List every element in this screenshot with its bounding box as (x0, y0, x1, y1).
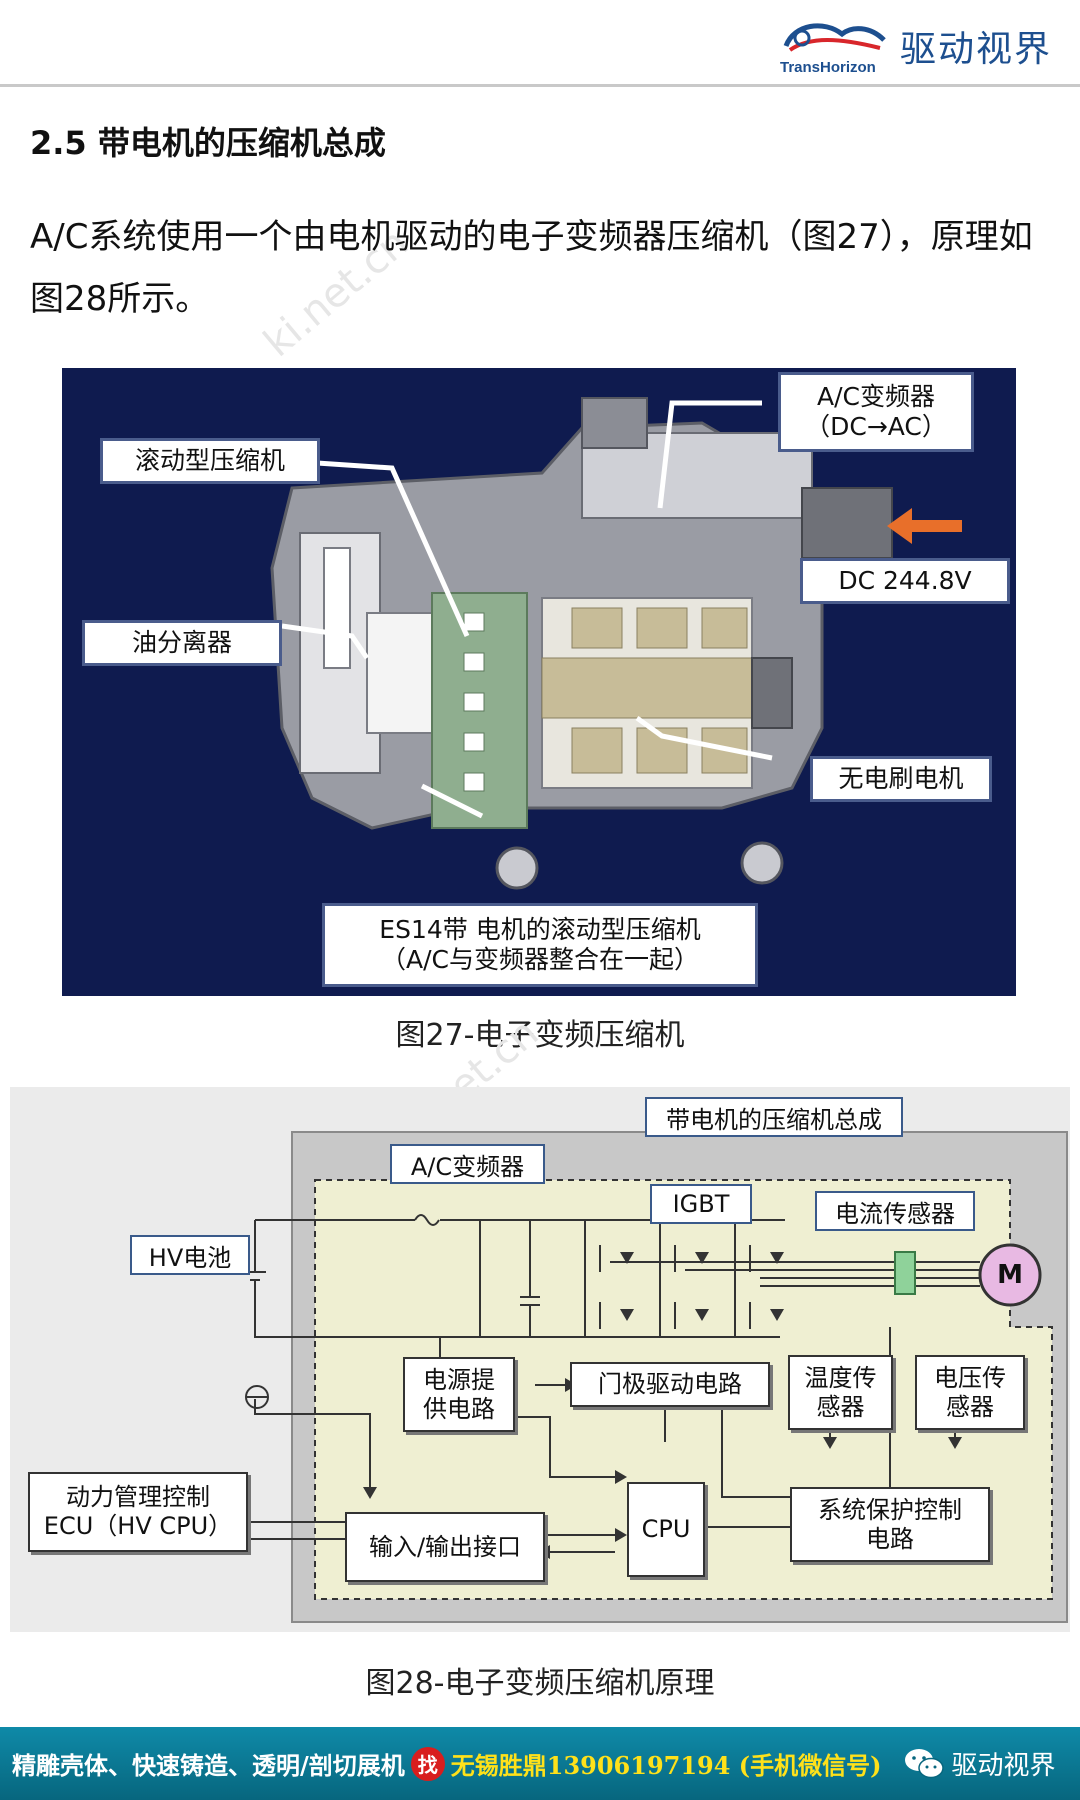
callout-oil-separator: 油分离器 (82, 620, 282, 666)
volt-sensor-line1: 电压传 (934, 1363, 1006, 1392)
transhorizon-logo: TransHorizon (779, 18, 890, 76)
callout-es14-description: ES14带 电机的滚动型压缩机 （A/C与变频器整合在一起） (322, 903, 758, 987)
box-power-supply-circuit: 电源提 供电路 (403, 1357, 515, 1432)
temp-sensor-line2: 感器 (816, 1392, 865, 1421)
protect-line2: 电路 (866, 1524, 914, 1553)
box-io-interface: 输入/输出接口 (345, 1512, 545, 1582)
label-current-sensor: 电流传感器 (815, 1191, 975, 1231)
callout-brushless-motor: 无电刷电机 (810, 756, 992, 802)
callout-motor-text: 无电刷电机 (838, 764, 964, 793)
label-igbt: IGBT (650, 1184, 752, 1224)
footer-banner: 精雕壳体、快速铸造、透明/剖切展机 找 无锡胜鼎13906197194 (手机微… (0, 1727, 1080, 1800)
motor-symbol: M (997, 1260, 1023, 1290)
compressor-cutaway-drawing (270, 397, 962, 890)
callout-es14-line2: （A/C与变频器整合在一起） (381, 945, 699, 974)
figure-27-compressor-illustration: 滚动型压缩机 A/C变频器 （DC→AC） DC 244.8V 油分离器 无电刷… (62, 368, 1016, 996)
box-cpu: CPU (627, 1482, 705, 1577)
callout-scroll-text: 滚动型压缩机 (134, 446, 285, 475)
wechat-icon (904, 1747, 944, 1781)
wechat-name: 驱动视界 (951, 1751, 1056, 1781)
find-badge: 找 (410, 1746, 445, 1781)
logo-text: TransHorizon (779, 59, 876, 76)
ecu-line1: 动力管理控制 (66, 1483, 210, 1511)
callout-es14-line1: ES14带 电机的滚动型压缩机 (379, 915, 701, 944)
callout-ac-inverter: A/C变频器 （DC→AC） (778, 372, 974, 452)
callout-dc-voltage: DC 244.8V (800, 558, 1010, 604)
box-temperature-sensor: 温度传 感器 (788, 1355, 893, 1430)
ecu-line2: ECU（HV CPU） (43, 1512, 233, 1540)
box-voltage-sensor: 电压传 感器 (915, 1355, 1025, 1430)
label-hv-battery: HV电池 (130, 1235, 250, 1275)
callout-inverter-line2: （DC→AC） (805, 412, 947, 441)
box-gate-drive-circuit: 门极驱动电路 (570, 1362, 770, 1407)
figure-28-schematic: 带电机的压缩机总成 A/C变频器 IGBT 电流传感器 HV电池 M 电源提 供… (10, 1087, 1070, 1632)
box-system-protection-circuit: 系统保护控制 电路 (790, 1487, 990, 1562)
figure-27-caption: 图27-电子变频压缩机 (395, 1018, 685, 1053)
power-supply-line2: 供电路 (423, 1394, 495, 1423)
page-header: TransHorizon 驱动视界 (0, 0, 1080, 87)
label-compressor-assembly: 带电机的压缩机总成 (645, 1097, 903, 1137)
callout-inverter-line1: A/C变频器 (817, 382, 935, 411)
protect-line1: 系统保护控制 (818, 1495, 962, 1524)
footer-contact: 无锡胜鼎13906197194 (手机微信号) (450, 1751, 882, 1780)
volt-sensor-line2: 感器 (946, 1392, 994, 1421)
brand: TransHorizon 驱动视界 (779, 18, 1052, 76)
figure-28-caption: 图28-电子变频压缩机原理 (365, 1666, 715, 1701)
footer-text: 精雕壳体、快速铸造、透明/剖切展机 (12, 1751, 405, 1780)
power-supply-line1: 电源提 (423, 1365, 495, 1394)
callout-dc-text: DC 244.8V (838, 566, 972, 595)
callout-oil-text: 油分离器 (131, 628, 232, 657)
brand-name: 驱动视界 (899, 29, 1052, 70)
section-title: 2.5 带电机的压缩机总成 (30, 124, 386, 162)
callout-scroll-compressor: 滚动型压缩机 (100, 438, 320, 484)
temp-sensor-line1: 温度传 (804, 1363, 877, 1392)
box-power-management-ecu: 动力管理控制 ECU（HV CPU） (28, 1472, 248, 1552)
wechat-account: 驱动视界 (904, 1745, 1056, 1782)
label-ac-inverter: A/C变频器 (390, 1144, 545, 1184)
intro-paragraph: A/C系统使用一个由电机驱动的电子变频器压缩机（图27），原理如图28所示。 (30, 217, 1033, 319)
